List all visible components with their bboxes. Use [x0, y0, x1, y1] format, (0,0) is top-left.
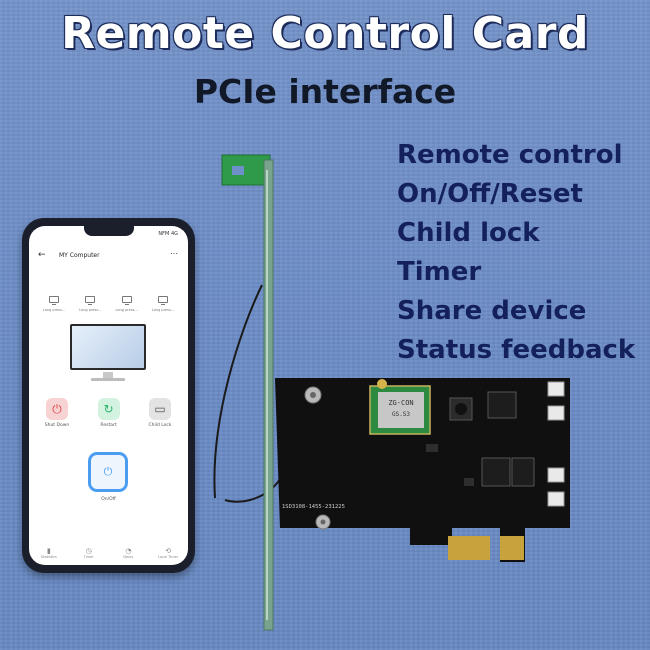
- phone-notch: [83, 226, 134, 236]
- power-icon: ⏻: [103, 465, 113, 478]
- pcb-board: [275, 378, 570, 562]
- lock-icon: ▭: [149, 398, 171, 420]
- relay-chip: [511, 457, 535, 487]
- shortcut-label: Long press...: [79, 308, 102, 312]
- feature-list: Remote control On/Off/Reset Child lock T…: [397, 136, 647, 370]
- feature-item: Share device: [397, 296, 587, 326]
- shortcut-label: Long press...: [151, 308, 175, 312]
- shortcut-item[interactable]: Long press...: [73, 296, 107, 312]
- nav-label: Delay: [123, 555, 134, 559]
- monitor-icon: [85, 296, 96, 305]
- monitor-icon: [157, 296, 168, 305]
- relay-chip: [487, 391, 517, 419]
- antenna-connector: [377, 379, 387, 389]
- monitor-icon: [121, 296, 132, 305]
- feature-item: Remote control: [397, 140, 623, 170]
- restart-button[interactable]: ↻ Restart: [89, 398, 129, 428]
- feature-item: Status feedback: [397, 335, 636, 365]
- pcb-silkscreen: 1SD3108-1455-231225: [282, 504, 345, 510]
- nav-label: Local Timer: [158, 555, 179, 559]
- action-label: Restart: [100, 423, 117, 428]
- on-off-button[interactable]: ⏻: [88, 452, 128, 492]
- stats-icon: ▮: [46, 547, 51, 555]
- header-connectors: [547, 381, 565, 507]
- phone-screen: NFM 4G ← MY Computer ⋯ Long press... Lon…: [29, 226, 188, 565]
- restart-icon: ↻: [97, 398, 120, 420]
- shortcut-item[interactable]: Long press...: [37, 296, 71, 312]
- page-title: Remote Control Card: [61, 8, 589, 59]
- module-label-2: GS.S3: [392, 411, 410, 418]
- status-bar: NFM 4G: [29, 226, 188, 244]
- app-header: ← MY Computer ⋯: [29, 248, 188, 266]
- status-icons: NFM 4G: [158, 231, 178, 237]
- back-arrow-icon[interactable]: ←: [38, 250, 46, 260]
- child-lock-button[interactable]: ▭ Child Lock: [140, 398, 180, 428]
- bracket-notch: [232, 166, 244, 175]
- nav-label: Statistics: [40, 555, 57, 559]
- device-shortcuts: Long press... Long press... Long press..…: [37, 296, 180, 312]
- bracket-highlight: [266, 170, 268, 620]
- nav-statistics[interactable]: ▮ Statistics: [33, 547, 65, 559]
- module-label: ZG-CON: [388, 399, 413, 407]
- pcie-bracket: [263, 159, 274, 631]
- shut-down-button[interactable]: ⏻ Shut Down: [37, 398, 77, 428]
- shortcut-label: Long press...: [115, 308, 138, 312]
- relay-chip: [481, 457, 511, 487]
- computer-monitor-illustration: [70, 324, 146, 370]
- on-off-label: On/Off: [101, 497, 116, 502]
- antenna-lead: [213, 284, 263, 499]
- gold-fingers: [448, 536, 524, 560]
- more-options-icon[interactable]: ⋯: [170, 249, 178, 258]
- timer-icon: ◷: [85, 547, 92, 555]
- feature-item: Child lock: [397, 218, 540, 248]
- feature-item: Timer: [397, 257, 482, 287]
- bottom-navigation: ▮ Statistics ◷ Timer ◔ Delay ⟲ Local Tim…: [29, 547, 188, 559]
- delay-icon: ◔: [125, 547, 132, 555]
- shortcut-item[interactable]: Long press...: [110, 296, 144, 312]
- page-subtitle: PCIe interface: [193, 72, 457, 111]
- nav-delay[interactable]: ◔ Delay: [112, 547, 144, 559]
- power-icon: ⏻: [46, 398, 68, 420]
- nav-timer[interactable]: ◷ Timer: [73, 547, 105, 559]
- action-buttons: ⏻ Shut Down ↻ Restart ▭ Child Lock: [37, 398, 180, 428]
- shortcut-label: Long press...: [42, 308, 66, 312]
- shortcut-item[interactable]: Long press...: [146, 296, 180, 312]
- smartphone: NFM 4G ← MY Computer ⋯ Long press... Lon…: [22, 218, 195, 573]
- module-shield: [378, 392, 424, 428]
- monitor-stand: [103, 372, 113, 379]
- local-timer-icon: ⟲: [165, 547, 172, 555]
- nav-local-timer[interactable]: ⟲ Local Timer: [152, 547, 184, 559]
- monitor-icon: [49, 296, 59, 305]
- nav-label: Timer: [83, 555, 94, 559]
- feature-item: On/Off/Reset: [397, 179, 583, 209]
- action-label: Child Lock: [148, 423, 172, 428]
- app-title: MY Computer: [59, 252, 100, 259]
- action-label: Shut Down: [44, 423, 70, 428]
- bracket-top-tab: [221, 154, 271, 186]
- monitor-base: [91, 378, 125, 381]
